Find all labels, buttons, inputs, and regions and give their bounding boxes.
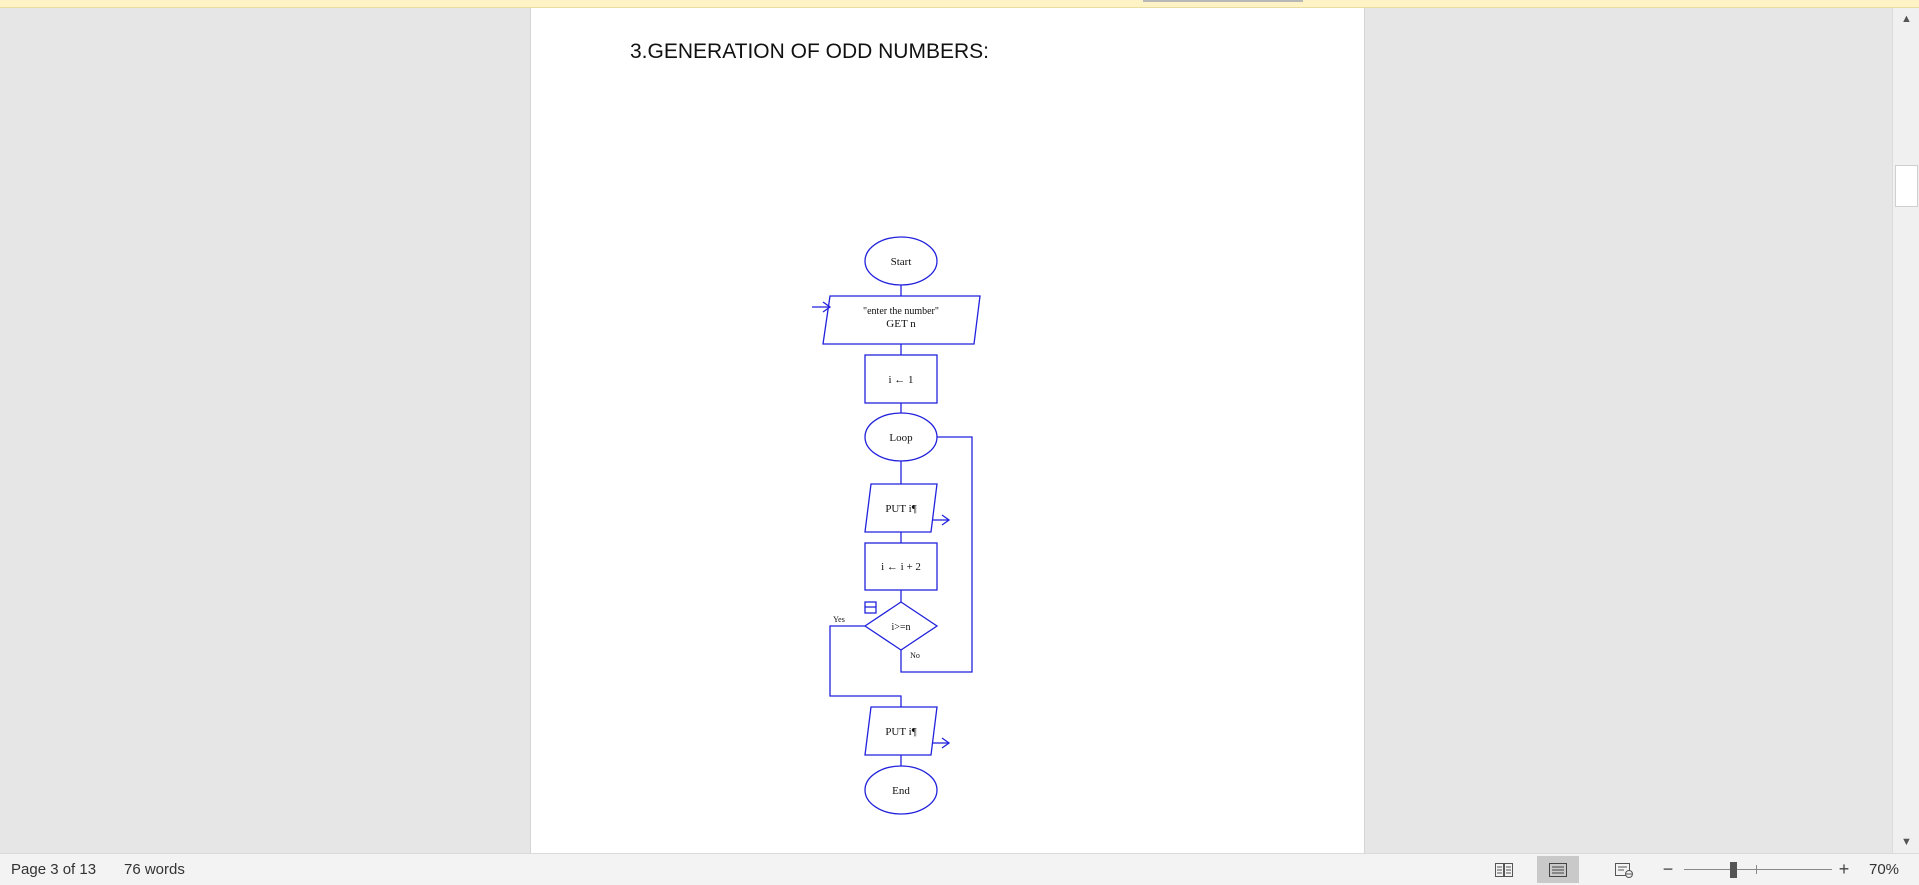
zoom-out-button[interactable]: − [1662,859,1674,879]
input-node[interactable] [822,295,981,345]
vertical-scrollbar[interactable]: ▲ ▼ [1892,8,1919,853]
yes-label: Yes [833,615,845,624]
loop-label: Loop [889,432,913,444]
status-bar: Page 3 of 13 76 words [0,853,1919,885]
word-count[interactable]: 76 words [124,861,185,878]
output-node-2[interactable] [864,706,938,756]
flowchart[interactable]: Start "enter the number" GET n i ← 1 Loo… [531,8,1364,853]
init-label: i ← 1 [888,374,913,386]
read-mode-button[interactable] [1483,856,1525,883]
notification-strip [0,0,1919,8]
page-heading: 3.GENERATION OF ODD NUMBERS: [630,40,989,63]
web-layout-icon [1615,862,1633,878]
output-1-label: PUT i¶ [885,503,916,515]
output-2-label: PUT i¶ [885,726,916,738]
zoom-slider-thumb[interactable] [1730,862,1737,878]
strip-mark [1143,0,1303,2]
scroll-up-icon[interactable]: ▲ [1901,13,1912,25]
end-label: End [892,785,910,797]
page-count[interactable]: Page 3 of 13 [11,861,97,878]
condition-label: i>=n [891,622,910,633]
zoom-in-button[interactable]: + [1838,859,1850,879]
zoom-level[interactable]: 70% [1869,861,1900,878]
output-node-1[interactable] [864,483,938,533]
zoom-slider-center-mark [1756,865,1757,874]
document-page[interactable]: 3.GENERATION OF ODD NUMBERS: [530,8,1365,853]
end-node[interactable] [864,765,938,815]
input-get-label: GET n [886,318,916,330]
zoom-slider[interactable] [1684,869,1832,870]
scroll-down-icon[interactable]: ▼ [1901,836,1912,848]
print-layout-button[interactable] [1537,856,1579,883]
start-label: Start [891,256,912,268]
increment-label: i ← i + 2 [881,561,921,573]
no-label: No [910,651,920,660]
print-layout-icon [1549,862,1567,877]
read-mode-icon [1495,862,1513,877]
input-prompt-label: "enter the number" [863,306,939,317]
scroll-thumb[interactable] [1895,165,1918,207]
web-layout-button[interactable] [1603,856,1645,883]
document-area[interactable]: 3.GENERATION OF ODD NUMBERS: [0,8,1892,853]
